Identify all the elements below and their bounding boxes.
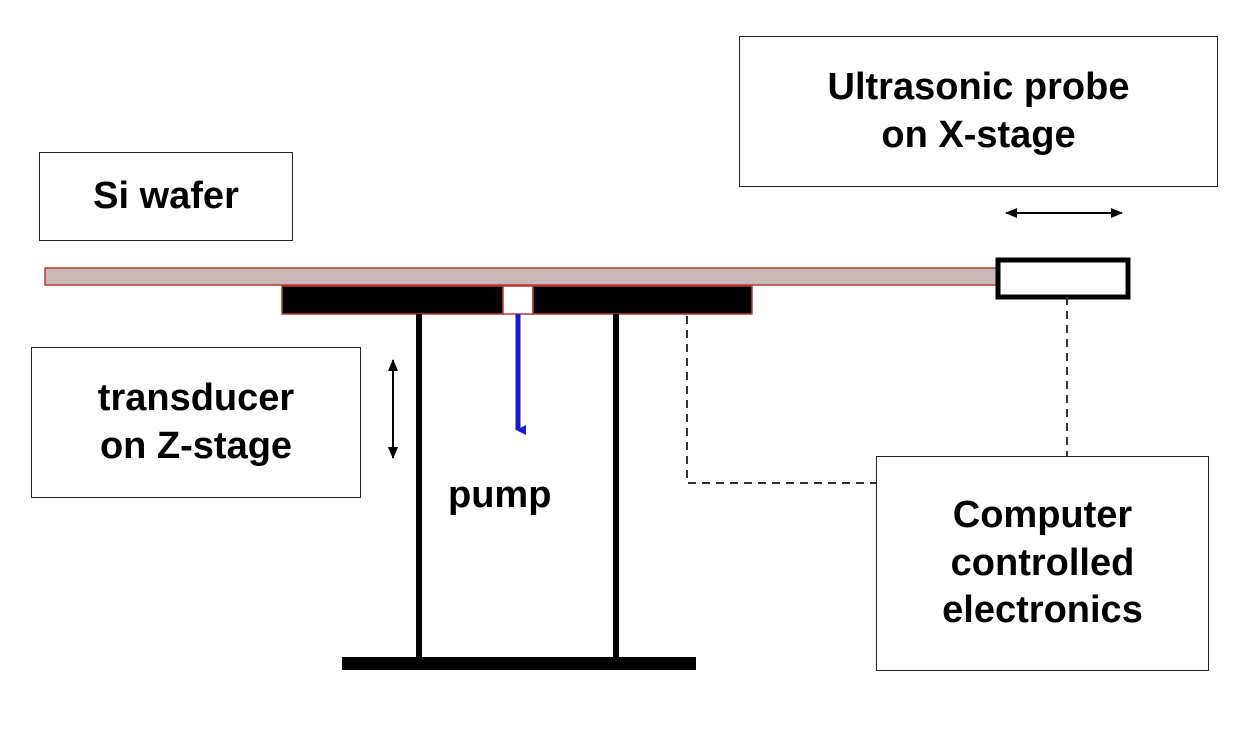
si-wafer-text: Si wafer <box>93 174 239 217</box>
transducer-line-1: transducer <box>97 377 295 419</box>
probe-line-1: Ultrasonic probe <box>827 66 1130 108</box>
support-base <box>342 657 696 670</box>
dashed-line-transducer <box>686 316 876 484</box>
transducer-line-2: on Z-stage <box>99 424 293 467</box>
si-wafer-label: Si wafer <box>39 152 293 241</box>
computer-line-1: Computer <box>952 494 1133 537</box>
chuck-hole <box>502 285 534 315</box>
si-wafer <box>44 267 1001 286</box>
transducer-label: transducer on Z-stage <box>31 347 361 498</box>
pump-text: pump <box>448 474 552 516</box>
ultrasonic-probe-label: Ultrasonic probe on X-stage <box>739 36 1218 187</box>
pump-label: pump <box>448 474 551 517</box>
chuck-left <box>281 285 504 315</box>
chuck-right <box>532 285 753 315</box>
computer-line-2: controlled <box>950 541 1135 584</box>
probe-line-2: on X-stage <box>881 113 1076 156</box>
ultrasonic-probe <box>995 257 1131 300</box>
computer-electronics-label: Computer controlled electronics <box>876 456 1209 671</box>
computer-line-3: electronics <box>942 589 1143 632</box>
